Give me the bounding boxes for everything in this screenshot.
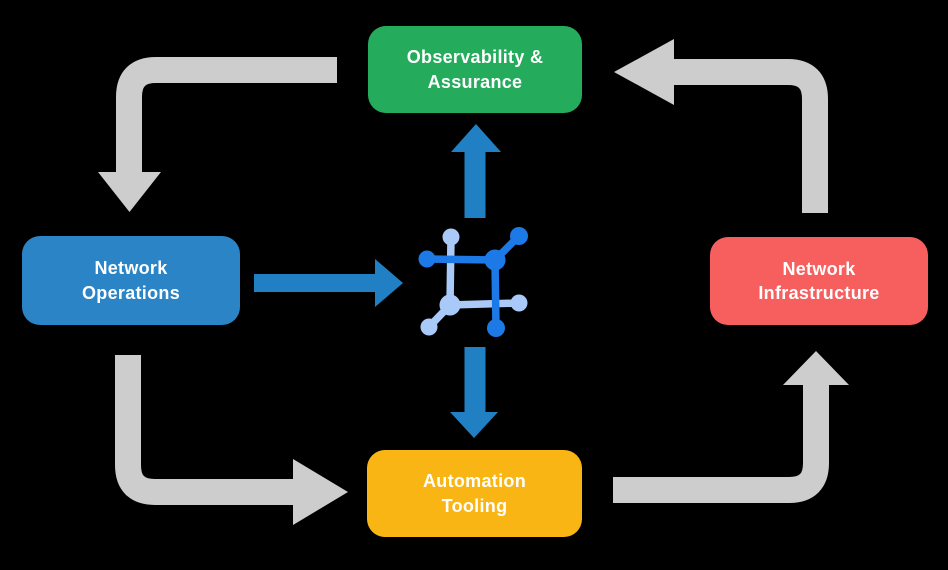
node-infrastructure-label-line1: Network xyxy=(782,258,856,279)
icon-node-junction-bottom-left xyxy=(439,294,461,316)
icon-node-bottom-dark xyxy=(487,319,505,337)
icon-link-top-horizontal xyxy=(423,255,499,264)
node-infrastructure-label-line2: Infrastructure xyxy=(758,283,880,303)
icon-node-diagonal-top-right xyxy=(510,227,528,245)
cycle-arrow-operations-to-tooling-shaft xyxy=(115,355,293,505)
icon-node-diagonal-bottom-left xyxy=(420,318,438,336)
node-network-operations: Network Operations xyxy=(22,236,240,325)
cycle-arrow-tooling-to-infrastructure-shaft xyxy=(613,385,829,503)
icon-link-right-vertical xyxy=(491,256,500,332)
cycle-arrow-operations-to-tooling xyxy=(115,355,348,525)
cycle-arrow-infrastructure-to-observability-shaft xyxy=(674,59,828,213)
icon-node-top-light xyxy=(442,228,460,246)
node-automation-tooling: Automation Tooling xyxy=(367,450,582,537)
node-operations-label-line2: Operations xyxy=(81,282,181,303)
node-tooling-label-line1: Automation xyxy=(423,471,526,492)
network-mesh-icon xyxy=(418,227,528,337)
node-observability-label-line1: Observability & xyxy=(406,47,544,68)
cycle-arrow-observability-to-operations-arrowhead xyxy=(98,172,161,212)
flow-arrow-center-to-tooling xyxy=(450,347,498,438)
cycle-arrow-tooling-to-infrastructure-arrowhead xyxy=(783,351,849,385)
cycle-arrow-observability-to-operations xyxy=(98,57,337,212)
icon-node-junction-top-right xyxy=(484,249,506,271)
node-tooling-label-line2: Tooling xyxy=(441,495,508,516)
cycle-arrow-infrastructure-to-observability xyxy=(614,39,828,213)
node-observability-assurance: Observability & Assurance xyxy=(368,26,582,113)
cycle-arrow-operations-to-tooling-arrowhead xyxy=(293,459,348,525)
node-network-infrastructure: Network Infrastructure xyxy=(710,237,928,325)
icon-node-left-dark xyxy=(418,250,436,268)
icon-node-right-light xyxy=(510,294,528,312)
cycle-arrow-observability-to-operations-shaft xyxy=(116,57,337,172)
icon-link-left-vertical xyxy=(446,233,455,309)
flow-arrow-operations-to-center-arrowhead xyxy=(375,259,403,307)
flow-arrow-center-to-observability xyxy=(451,124,501,218)
flow-arrow-center-to-observability-arrowhead xyxy=(451,124,501,152)
cycle-arrow-tooling-to-infrastructure xyxy=(613,351,849,503)
icon-link-bottom-horizontal xyxy=(446,299,523,309)
flow-arrow-center-to-tooling-arrowhead xyxy=(450,412,498,438)
node-observability-label-line2: Assurance xyxy=(427,71,523,92)
flow-arrow-operations-to-center xyxy=(254,259,403,307)
cycle-arrow-infrastructure-to-observability-arrowhead xyxy=(614,39,674,105)
node-operations-label-line1: Network xyxy=(94,258,168,279)
